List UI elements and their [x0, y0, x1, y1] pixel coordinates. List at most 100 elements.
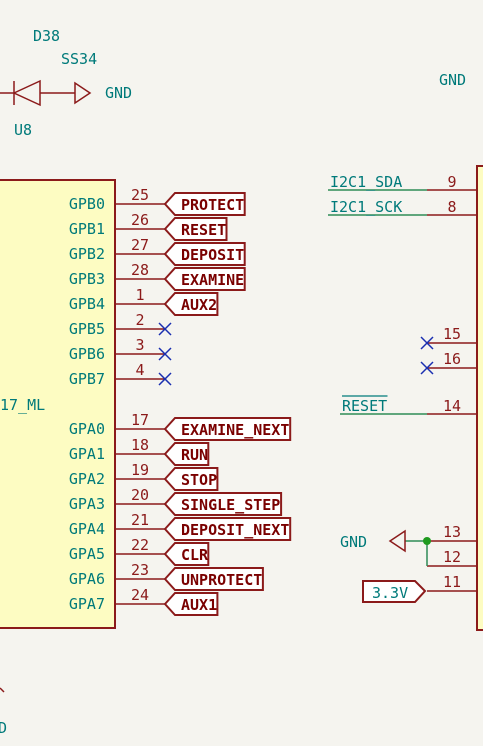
vcc-flag: [362, 580, 427, 603]
signal-label: I2C1_SDA: [330, 173, 402, 191]
pin-name: GPB3: [69, 270, 105, 288]
pin-name: GPA0: [69, 420, 105, 438]
pin-name: GPA3: [69, 495, 105, 513]
pin-number: 1: [135, 286, 144, 304]
pin-name: GPA7: [69, 595, 105, 613]
net-label-flag: [163, 517, 292, 541]
pin-number: 22: [131, 536, 149, 554]
pin-number: 25: [131, 186, 149, 204]
net-label-flag: [163, 242, 246, 266]
left-chip-part: 17_ML: [0, 396, 45, 414]
signal-label: RESET: [342, 397, 387, 415]
net-label-flag: [163, 292, 219, 316]
left-chip-body: [0, 179, 116, 629]
pin-number: 14: [443, 397, 461, 415]
pin-number: 9: [447, 173, 456, 191]
net-label: EXAMINE_NEXT: [181, 421, 289, 439]
pin-name: GPB2: [69, 245, 105, 263]
pin-number: 2: [135, 311, 144, 329]
gnd-symbol: [388, 529, 406, 553]
net-label: STOP: [181, 471, 217, 489]
right-signal-i2c1_sda: I2C1_SDA 9: [328, 173, 477, 191]
pin-name: GPA4: [69, 520, 105, 538]
pin-name: GPB5: [69, 320, 105, 338]
pin-name: GPB1: [69, 220, 105, 238]
net-label-flag: [163, 567, 264, 591]
pin-name: GPB6: [69, 345, 105, 363]
diode-gnd-symbol: [74, 81, 92, 105]
pin-number: 16: [443, 350, 461, 368]
bottom-left-fragment: D: [0, 719, 7, 737]
right-chip-body: [476, 165, 483, 631]
net-label-flag: [163, 542, 210, 566]
diode-ref: D38: [33, 27, 60, 45]
right-pin-16: 16: [420, 350, 477, 375]
u8-ref: U8: [14, 121, 32, 139]
pin-number: 8: [447, 198, 456, 216]
net-label-flag: [163, 442, 210, 466]
pin-name: GPA1: [69, 445, 105, 463]
pin-number: 20: [131, 486, 149, 504]
bottom-left-symbol: [0, 687, 5, 693]
net-label: EXAMINE: [181, 271, 244, 289]
pin-name: GPB0: [69, 195, 105, 213]
net-label: SINGLE_STEP: [181, 496, 280, 514]
signal-label: I2C1_SCK: [330, 198, 402, 216]
net-label-flag: [163, 592, 219, 616]
net-label: AUX2: [181, 296, 217, 314]
net-label-flag: [163, 467, 219, 491]
no-connect-marker: [158, 372, 172, 386]
pin-number: 13: [443, 523, 461, 541]
no-connect-marker: [158, 322, 172, 336]
left-pin-gpb5: GPB5 2: [69, 311, 172, 338]
right-signal-reset: RESET 14: [340, 395, 477, 415]
left-pin-gpb7: GPB7 4: [69, 361, 172, 388]
pin-number: 17: [131, 411, 149, 429]
pin-number: 12: [443, 548, 461, 566]
net-label-flag: [163, 217, 228, 241]
right-signal-i2c1_sck: I2C1_SCK 8: [328, 198, 477, 216]
vcc-label: 3.3V: [372, 584, 408, 602]
pin-name: GPB4: [69, 295, 105, 313]
pin-number: 24: [131, 586, 149, 604]
net-label-flag: [163, 492, 283, 516]
net-label-flag: [163, 192, 246, 216]
pin-number: 11: [443, 573, 461, 591]
net-label: PROTECT: [181, 196, 244, 214]
pin-number: 28: [131, 261, 149, 279]
diode-value: SS34: [61, 50, 97, 68]
net-label: RUN: [181, 446, 208, 464]
pin-number: 15: [443, 325, 461, 343]
pin-number: 18: [131, 436, 149, 454]
pin-number: 27: [131, 236, 149, 254]
junction-dot: [423, 537, 431, 545]
pin-number: 3: [135, 336, 144, 354]
pin-number: 4: [135, 361, 144, 379]
net-label-flag: [163, 417, 292, 441]
pin-name: GPB7: [69, 370, 105, 388]
pin-name: GPA6: [69, 570, 105, 588]
no-connect-marker: [158, 347, 172, 361]
pin-number: 23: [131, 561, 149, 579]
diode-gnd-label: GND: [105, 84, 132, 102]
pin-name: GPA5: [69, 545, 105, 563]
net-label: DEPOSIT: [181, 246, 244, 264]
right-pin-15: 15: [420, 325, 477, 350]
net-label: RESET: [181, 221, 226, 239]
left-pin-gpb6: GPB6 3: [69, 336, 172, 363]
diode-symbol: [0, 79, 75, 107]
